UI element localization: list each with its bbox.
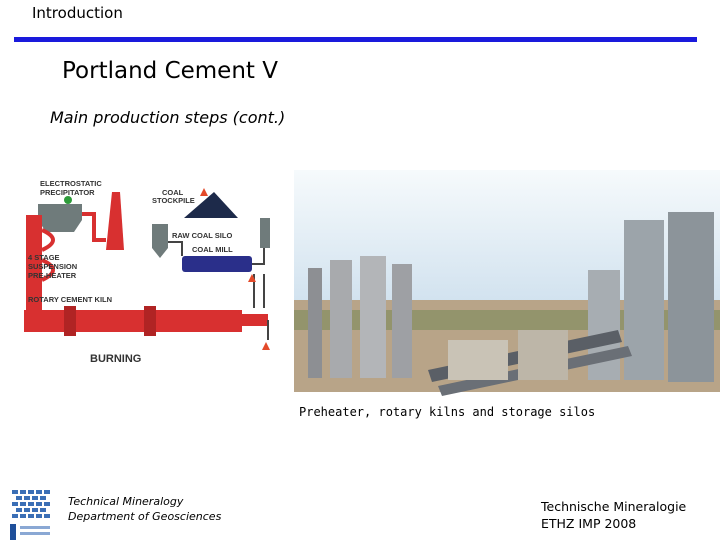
label-coal-stockpile-2: STOCKPILE bbox=[152, 196, 195, 205]
photo-caption: Preheater, rotary kilns and storage silo… bbox=[299, 405, 596, 419]
footer-left-line2: Department of Geosciences bbox=[68, 510, 222, 523]
label-preheater-1: 4 STAGE bbox=[28, 253, 60, 262]
precipitator-body bbox=[38, 204, 82, 220]
coal-mill bbox=[182, 256, 252, 272]
footer-right-line1: Technische Mineralogie bbox=[541, 499, 687, 514]
label-burning: BURNING bbox=[90, 353, 141, 365]
slide-subtitle: Main production steps (cont.) bbox=[50, 108, 286, 127]
preheater-tower bbox=[26, 215, 42, 315]
slide-title: Portland Cement V bbox=[62, 58, 278, 84]
storage-silo bbox=[330, 260, 352, 378]
footer-right: Technische Mineralogie ETHZ IMP 2008 bbox=[541, 498, 686, 532]
raw-coal-silo bbox=[152, 224, 168, 248]
flame-icon bbox=[262, 342, 270, 350]
footer-right-line2: ETHZ IMP 2008 bbox=[541, 516, 637, 531]
label-precipitator-2: PRECIPITATOR bbox=[40, 188, 95, 197]
label-preheater-2: SUSPENSION bbox=[28, 262, 77, 271]
label-coal-stockpile-1: COAL bbox=[162, 188, 184, 197]
university-logo bbox=[10, 488, 54, 540]
footer-left-line1: Technical Mineralogy bbox=[68, 495, 184, 508]
rotary-kiln bbox=[24, 310, 242, 332]
burning-process-diagram: ELECTROSTATIC PRECIPITATOR COAL STOCKPIL… bbox=[24, 179, 270, 365]
precipitator-indicator-icon bbox=[64, 196, 72, 204]
precipitator-hopper bbox=[38, 220, 82, 232]
label-precipitator-1: ELECTROSTATIC bbox=[40, 179, 102, 188]
preheater-tower-photo bbox=[668, 212, 714, 382]
label-coal-mill: COAL MILL bbox=[192, 245, 233, 254]
footer-left: Technical Mineralogy Department of Geosc… bbox=[68, 494, 221, 524]
header-rule bbox=[14, 37, 697, 42]
label-preheater-3: PRE-HEATER bbox=[28, 271, 77, 280]
storage-silo bbox=[308, 268, 322, 378]
flame-icon bbox=[248, 274, 256, 282]
label-kiln: ROTARY CEMENT KILN bbox=[28, 295, 112, 304]
storage-silo bbox=[360, 256, 386, 378]
storage-silo bbox=[392, 264, 412, 378]
cement-plant-photo bbox=[294, 170, 720, 396]
section-label: Introduction bbox=[32, 4, 123, 22]
coal-stockpile bbox=[184, 192, 238, 218]
flame-icon bbox=[200, 188, 208, 196]
label-raw-coal-silo: RAW COAL SILO bbox=[172, 231, 232, 240]
exhaust-stack bbox=[106, 192, 124, 250]
